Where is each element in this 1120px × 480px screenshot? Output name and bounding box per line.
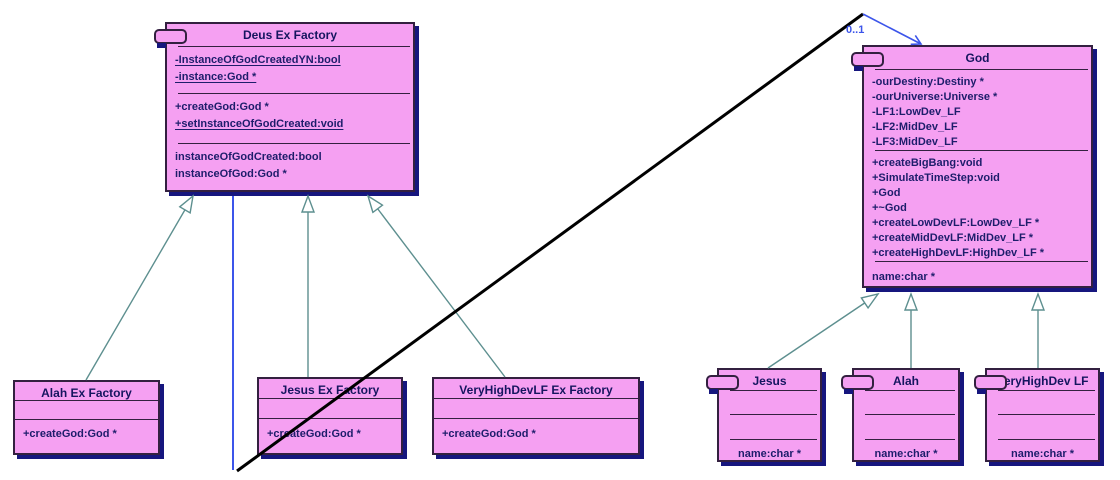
generalization-alahEF-to-deusEF bbox=[85, 196, 193, 381]
attributes-compartment: -ourDestiny:Destiny * -ourUniverse:Unive… bbox=[864, 70, 1091, 150]
methods-compartment bbox=[987, 415, 1098, 439]
method: +createGod:God * bbox=[267, 428, 361, 440]
association-arrow-to-god bbox=[862, 13, 923, 46]
property: instanceOfGod:God * bbox=[175, 168, 287, 180]
class-tab-icon bbox=[841, 375, 874, 394]
attribute: -LF3:MidDev_LF bbox=[872, 136, 958, 148]
class-tab-icon bbox=[154, 29, 187, 48]
methods-compartment bbox=[719, 415, 820, 439]
attribute: -LF2:MidDev_LF bbox=[872, 121, 958, 133]
properties-compartment: name:char * bbox=[864, 262, 1091, 287]
compartment-divider bbox=[998, 414, 1095, 415]
property: name:char * bbox=[874, 448, 938, 460]
class-jesus-ex-factory[interactable]: Jesus Ex Factory +createGod:God * bbox=[257, 377, 403, 455]
method: +~God bbox=[872, 202, 907, 214]
property: name:char * bbox=[872, 271, 935, 283]
class-alah-ex-factory[interactable]: Alah Ex Factory +createGod:God * bbox=[13, 380, 160, 455]
compartment-divider bbox=[875, 150, 1088, 151]
class-title: Deus Ex Factory bbox=[242, 28, 338, 42]
attributes-compartment bbox=[15, 401, 158, 419]
method: +createHighDevLF:HighDev_LF * bbox=[872, 247, 1045, 259]
class-tab-icon bbox=[706, 375, 739, 394]
properties-compartment: instanceOfGodCreated:bool instanceOfGod:… bbox=[167, 144, 413, 191]
property: name:char * bbox=[738, 448, 801, 460]
class-jesus[interactable]: Jesus name:char * bbox=[706, 368, 822, 463]
method: +createLowDevLF:LowDev_LF * bbox=[872, 217, 1040, 229]
properties-compartment: name:char * bbox=[854, 440, 958, 463]
class-title: Jesus Ex Factory bbox=[280, 383, 380, 397]
method: +God bbox=[872, 187, 901, 199]
method: +SimulateTimeStep:void bbox=[872, 172, 1000, 184]
class-title: God bbox=[965, 51, 990, 65]
compartment-divider bbox=[998, 439, 1095, 440]
methods-compartment: +createGod:God * +setInstanceOfGodCreate… bbox=[167, 94, 413, 143]
compartment-divider bbox=[15, 419, 158, 420]
class-title: VeryHighDev LF bbox=[996, 374, 1089, 388]
compartment-divider bbox=[875, 69, 1088, 70]
class-title: Alah Ex Factory bbox=[41, 386, 132, 400]
method: +createBigBang:void bbox=[872, 157, 983, 169]
attribute: -LF1:LowDev_LF bbox=[872, 106, 961, 118]
attributes-compartment bbox=[719, 391, 820, 414]
attribute: -ourUniverse:Universe * bbox=[872, 91, 998, 103]
class-veryhighdevlf-ex-factory[interactable]: VeryHighDevLF Ex Factory +createGod:God … bbox=[432, 377, 640, 455]
class-veryhighdev-lf[interactable]: VeryHighDev LF name:char * bbox=[974, 368, 1100, 463]
generalization-vhdEF-to-deusEF bbox=[368, 196, 506, 378]
method: +createGod:God * bbox=[442, 428, 536, 440]
class-title: VeryHighDevLF Ex Factory bbox=[459, 383, 613, 397]
method: +createGod:God * bbox=[23, 428, 117, 440]
multiplicity-label: 0..1 bbox=[846, 24, 865, 36]
compartment-divider bbox=[865, 439, 955, 440]
attribute: -instance:God * bbox=[175, 71, 257, 83]
methods-compartment: +createGod:God * bbox=[259, 419, 401, 455]
compartment-divider bbox=[865, 390, 955, 391]
methods-compartment: +createBigBang:void +SimulateTimeStep:vo… bbox=[864, 151, 1091, 261]
generalization-jesus-to-god bbox=[767, 294, 878, 369]
class-alah[interactable]: Alah name:char * bbox=[841, 368, 960, 463]
properties-compartment: name:char * bbox=[719, 440, 820, 463]
methods-compartment: +createGod:God * bbox=[15, 420, 158, 455]
property: instanceOfGodCreated:bool bbox=[175, 151, 322, 163]
attribute: -ourDestiny:Destiny * bbox=[872, 76, 984, 88]
class-god[interactable]: God -ourDestiny:Destiny * -ourUniverse:U… bbox=[851, 45, 1093, 288]
class-tab-icon bbox=[851, 52, 884, 71]
method: +setInstanceOfGodCreated:void bbox=[175, 118, 344, 130]
class-title: Alah bbox=[892, 374, 919, 388]
compartment-divider bbox=[998, 390, 1095, 391]
method: +createMidDevLF:MidDev_LF * bbox=[872, 232, 1034, 244]
attributes-compartment: -InstanceOfGodCreatedYN:bool -instance:G… bbox=[167, 47, 413, 93]
class-tab-icon bbox=[974, 375, 1007, 394]
method: +createGod:God * bbox=[175, 101, 269, 113]
attributes-compartment bbox=[987, 391, 1098, 414]
methods-compartment: +createGod:God * bbox=[434, 419, 638, 455]
compartment-divider bbox=[875, 261, 1088, 262]
compartment-divider bbox=[15, 400, 158, 401]
property: name:char * bbox=[1011, 448, 1074, 460]
attributes-compartment bbox=[854, 391, 958, 414]
properties-compartment: name:char * bbox=[987, 440, 1098, 463]
attributes-compartment bbox=[259, 399, 401, 418]
attribute: -InstanceOfGodCreatedYN:bool bbox=[175, 54, 341, 66]
class-deus-ex-factory[interactable]: Deus Ex Factory -InstanceOfGodCreatedYN:… bbox=[154, 22, 415, 192]
compartment-divider bbox=[865, 414, 955, 415]
attributes-compartment bbox=[434, 399, 638, 418]
methods-compartment bbox=[854, 415, 958, 439]
